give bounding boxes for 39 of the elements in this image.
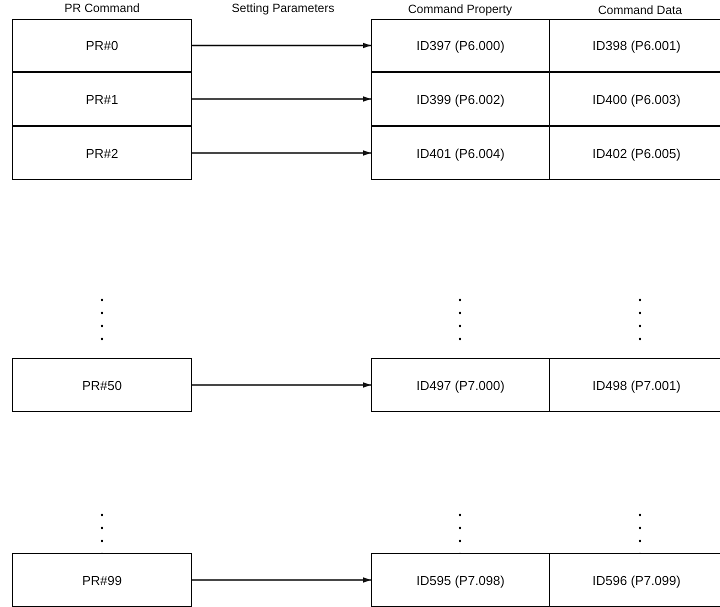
parameter-cell [371, 19, 550, 72]
cell-text: PR#50 [82, 378, 122, 392]
column-header: Setting Parameters [232, 1, 334, 15]
command-box [12, 126, 192, 180]
cell-text: PR#99 [82, 572, 122, 588]
cell-text: ID497 (P7.000) [416, 378, 505, 392]
cell-text: ID399 (P6.002) [416, 92, 505, 106]
cell-text: PR#2 [86, 146, 118, 160]
cell-text: ID397 (P6.000) [416, 38, 505, 53]
arrow [192, 150, 371, 156]
command-box [12, 553, 192, 607]
parameter-cell [371, 553, 550, 607]
cell-text: ID398 (P6.001) [592, 38, 681, 53]
arrow [192, 96, 371, 102]
cell-text: PR#0 [86, 38, 118, 53]
command-box [12, 72, 192, 126]
arrow [192, 382, 371, 388]
cell-text: ID402 (P6.005) [592, 146, 681, 160]
cell-text: ID595 (P7.098) [416, 572, 505, 588]
parameter-cell [371, 72, 550, 126]
cell-text: ID596 (P7.099) [592, 572, 681, 588]
cell-text: ID400 (P6.003) [592, 92, 681, 106]
column-header: PR Command [64, 1, 140, 15]
command-box [12, 358, 192, 412]
cell-text: ID498 (P7.001) [592, 378, 681, 392]
parameter-cell [371, 358, 550, 412]
command-box [12, 19, 192, 72]
arrow [192, 42, 371, 48]
parameter-cell [549, 72, 720, 126]
cell-text: PR#1 [86, 92, 118, 106]
arrow [192, 577, 371, 583]
parameter-cell [549, 126, 720, 180]
parameter-cell [549, 19, 720, 72]
parameter-cell [371, 126, 550, 180]
column-header: Command Property [408, 2, 512, 16]
parameter-cell [549, 553, 720, 607]
column-header: Command Data [598, 3, 682, 17]
cell-text: ID401 (P6.004) [416, 146, 505, 160]
parameter-cell [549, 358, 720, 412]
